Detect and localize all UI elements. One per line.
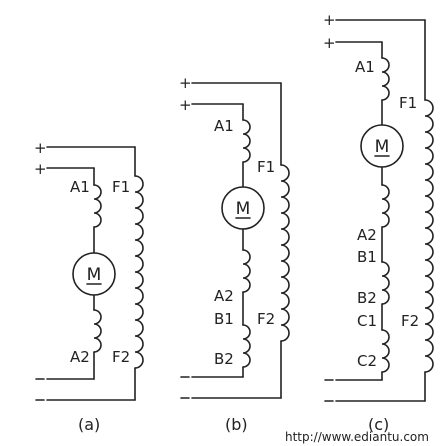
terminal-label: F2 (112, 348, 130, 366)
plus-terminal-b1: + (179, 74, 192, 92)
coil-winding (242, 324, 251, 368)
armature-coil (381, 261, 390, 305)
terminal-label: F1 (399, 94, 417, 112)
caption: (c) (368, 415, 389, 434)
armature-coil (242, 324, 251, 368)
armature-coil (242, 119, 251, 163)
terminal-label: B1 (214, 310, 234, 328)
armature-coil (381, 57, 390, 101)
coil-winding (424, 99, 434, 373)
diagram-c: + + M A1 F1 A2 B1 B2 C1 F2 C2 (c) (323, 11, 434, 434)
terminal-label: A2 (357, 226, 377, 244)
plus-terminal-c2: + (323, 34, 336, 52)
plus-terminal-a1: + (34, 139, 47, 157)
armature-coil (381, 184, 390, 228)
terminal-label: F2 (257, 310, 275, 328)
field-coil (134, 175, 144, 369)
terminal-label: A1 (70, 178, 90, 196)
coil-winding (381, 329, 390, 373)
coil-winding (93, 184, 102, 228)
armature-coil (242, 249, 251, 293)
field-coil (424, 99, 434, 373)
motor-label: M (236, 199, 251, 219)
coil-winding (242, 249, 251, 293)
coil-winding (280, 164, 290, 342)
diagram-a: + + M A1 F1 A2 F2 (a) (34, 139, 144, 434)
watermark-text: http://www.ediantu.com (285, 430, 429, 444)
coil-winding (381, 57, 390, 101)
terminal-label: A2 (214, 287, 234, 305)
caption: (b) (225, 415, 248, 434)
diagram-b: + + M A1 F1 A2 B1 F2 B2 (b) (179, 74, 290, 434)
terminal-label: F1 (257, 158, 275, 176)
caption: (a) (78, 415, 100, 434)
terminal-label: A2 (70, 348, 90, 366)
armature-coil (381, 329, 390, 373)
armature-coil (93, 309, 102, 353)
field-coil (280, 164, 290, 342)
coil-winding (242, 119, 251, 163)
terminal-label: A1 (355, 58, 375, 76)
armature-coil (93, 184, 102, 228)
coil-winding (134, 175, 144, 369)
terminal-label: B2 (357, 289, 377, 307)
motor-label: M (375, 137, 390, 157)
terminal-label: F1 (112, 178, 130, 196)
terminal-label: F2 (401, 312, 419, 330)
terminal-label: B1 (357, 248, 377, 266)
coil-winding (381, 184, 390, 228)
terminal-label: C1 (357, 312, 377, 330)
plus-terminal-c1: + (323, 11, 336, 29)
plus-terminal-a2: + (34, 160, 47, 178)
plus-terminal-b2: + (179, 96, 192, 114)
terminal-label: C2 (357, 352, 377, 370)
terminal-label: A1 (214, 117, 234, 135)
coil-winding (381, 261, 390, 305)
coil-winding (93, 309, 102, 353)
terminal-label: B2 (214, 350, 234, 368)
motor-label: M (87, 265, 102, 285)
